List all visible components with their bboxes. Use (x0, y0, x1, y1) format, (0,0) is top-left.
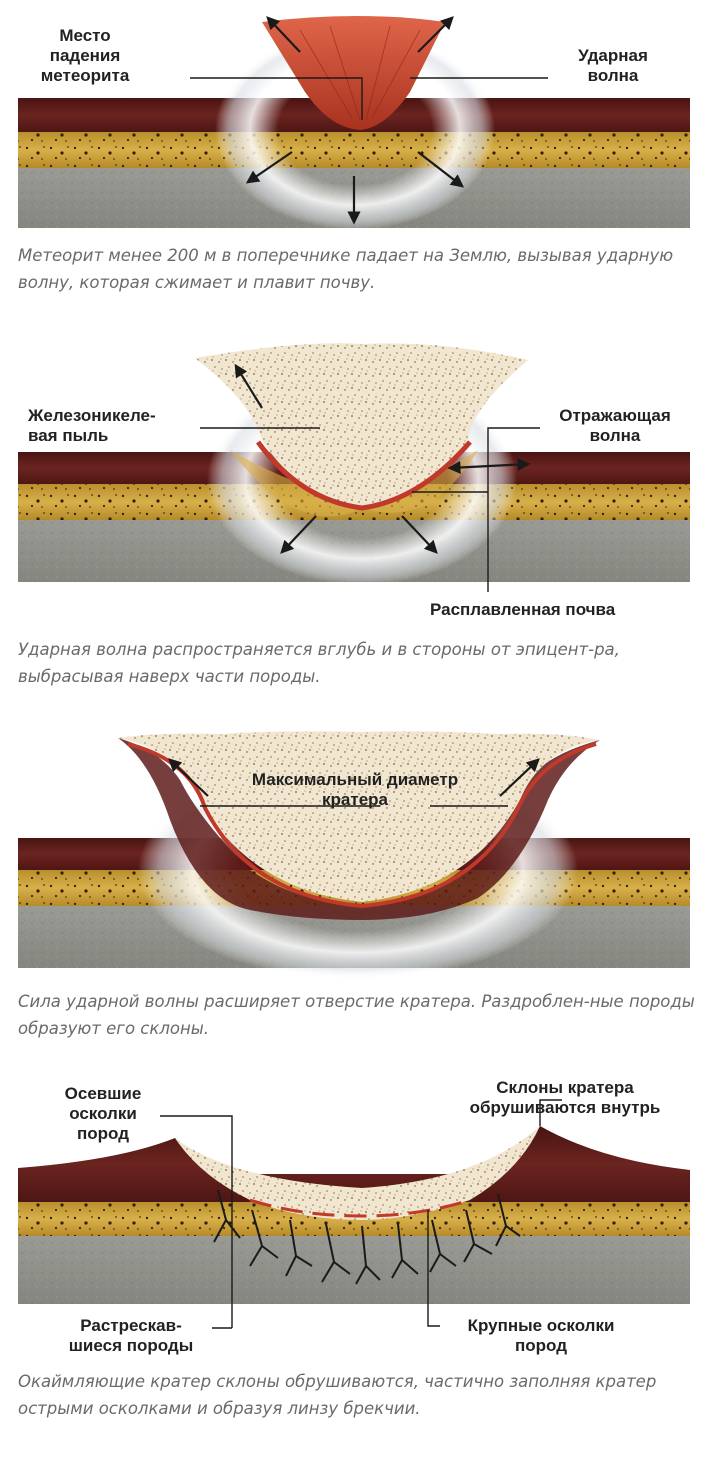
molten-remnant (249, 1198, 471, 1218)
caption-1: Метеорит менее 200 м в поперечнике падае… (18, 246, 674, 292)
leader-lines (190, 77, 548, 120)
label-max-diameter: Максимальный диаметр кратера (251, 770, 459, 809)
caption-3: Сила ударной волны расширяет отверстие к… (18, 992, 695, 1038)
shock-arrows (234, 363, 531, 554)
meteorite-shape (262, 16, 445, 130)
label-large-fragments: Крупные осколки пород (467, 1316, 615, 1355)
panel-impact: Место падения метеорита Ударная волна Ме… (0, 0, 715, 320)
cracks (213, 1189, 521, 1285)
caption-4: Окаймляющие кратер склоны обрушиваются, … (18, 1372, 657, 1418)
label-impact-site: Место падения метеорита (40, 26, 130, 85)
caption-2: Ударная волна распространяется вглубь и … (18, 640, 620, 686)
label-settled-fragments: Осевшие осколки пород (64, 1084, 142, 1143)
panel-excavation: Железоникеле- вая пыль Отражающая волна … (0, 330, 715, 710)
shock-arrows (245, 16, 465, 225)
leader-lines (200, 427, 540, 592)
collapse-illustration (18, 1099, 690, 1329)
label-iron-nickel-dust: Железоникеле- вая пыль (28, 406, 156, 445)
shock-arrows (168, 758, 540, 797)
panel-collapse: Осевшие осколки пород Склоны кратера обр… (0, 1070, 715, 1460)
ejecta-cloud (195, 343, 528, 508)
leader-lines (160, 1099, 562, 1329)
breccia-lens (175, 1126, 540, 1220)
molten-layer (127, 742, 597, 909)
label-molten-soil: Расплавленная почва (430, 600, 616, 619)
excavation-illustration (18, 343, 690, 592)
label-walls-collapse: Склоны кратера обрушиваются внутрь (469, 1078, 661, 1117)
ejecta-cloud (118, 731, 600, 902)
panel-expansion: Максимальный диаметр кратера Сила ударно… (0, 720, 715, 1060)
molten-layer (255, 440, 472, 511)
shock-wave-halo (215, 30, 495, 230)
label-reflected-wave: Отражающая волна (559, 406, 671, 445)
expansion-illustration (18, 731, 690, 980)
label-cracked-rocks: Растрескав- шиеся породы (68, 1316, 194, 1355)
impact-illustration (18, 16, 690, 230)
label-shock-wave: Ударная волна (578, 46, 648, 85)
